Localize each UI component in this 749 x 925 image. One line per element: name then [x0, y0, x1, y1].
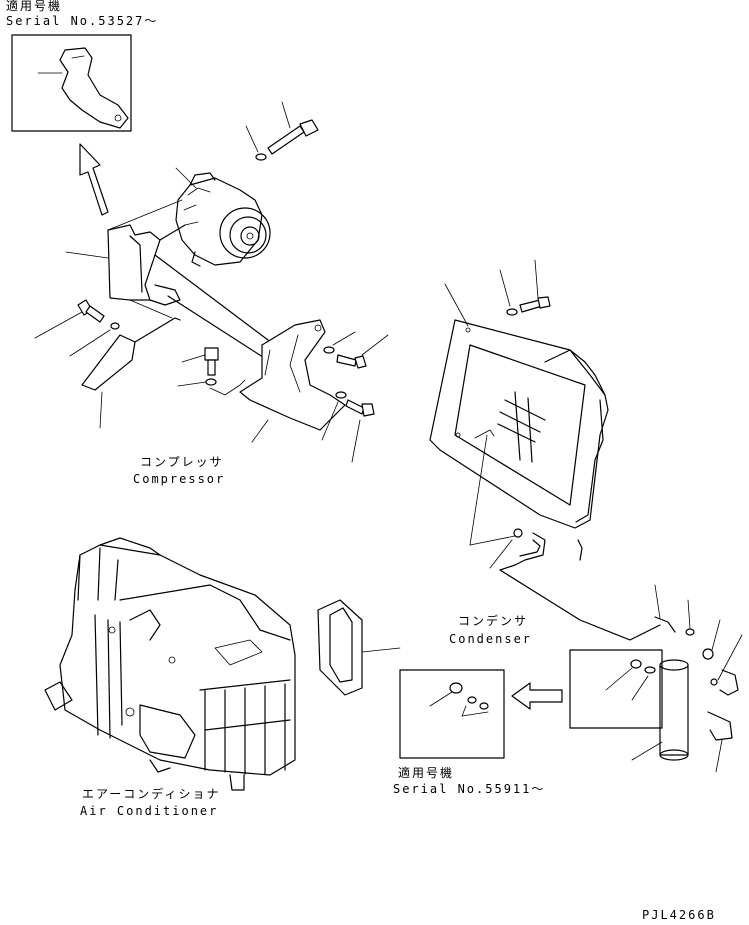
compressor-lower-frame	[129, 299, 173, 319]
compressor-label-en: Compressor	[133, 472, 226, 486]
compressor-bolt	[245, 101, 319, 161]
bracket-serial-label: Serial No.53527〜	[6, 14, 159, 28]
bracket-applicable-label: 適用号機	[6, 0, 63, 13]
centre-bolts	[177, 347, 246, 396]
adjuster-bolts	[321, 331, 389, 463]
air-conditioner-label-jp: エアーコンディショナ	[82, 787, 221, 801]
receiver-inset	[569, 649, 663, 729]
receiver-serial-label: Serial No.55911〜	[393, 782, 546, 796]
compressor-mount-bracket	[65, 199, 281, 369]
condenser-label-en: Condenser	[449, 632, 533, 646]
inset-arrow-up	[79, 143, 109, 216]
receiver-applicable-label: 適用号機	[398, 766, 455, 780]
compressor-label-jp: コンプレッサ	[140, 455, 224, 469]
drawing-number: PJL4266B	[642, 908, 716, 922]
condenser-bolt	[499, 259, 551, 316]
condenser-label-jp: コンデンサ	[458, 614, 529, 628]
duct-seal	[317, 599, 401, 696]
condenser-tubing	[489, 528, 676, 641]
compressor-body	[175, 167, 271, 267]
air-conditioner-unit	[44, 537, 296, 791]
left-mount-bolts	[34, 299, 181, 429]
condenser-fittings	[685, 599, 743, 773]
condenser-assembly	[429, 283, 609, 546]
receiver-mount-inset	[399, 669, 563, 759]
adjuster-bracket	[239, 319, 346, 443]
bracket-inset	[11, 34, 132, 132]
air-conditioner-label-en: Air Conditioner	[80, 804, 219, 818]
receiver-drier	[631, 659, 689, 761]
